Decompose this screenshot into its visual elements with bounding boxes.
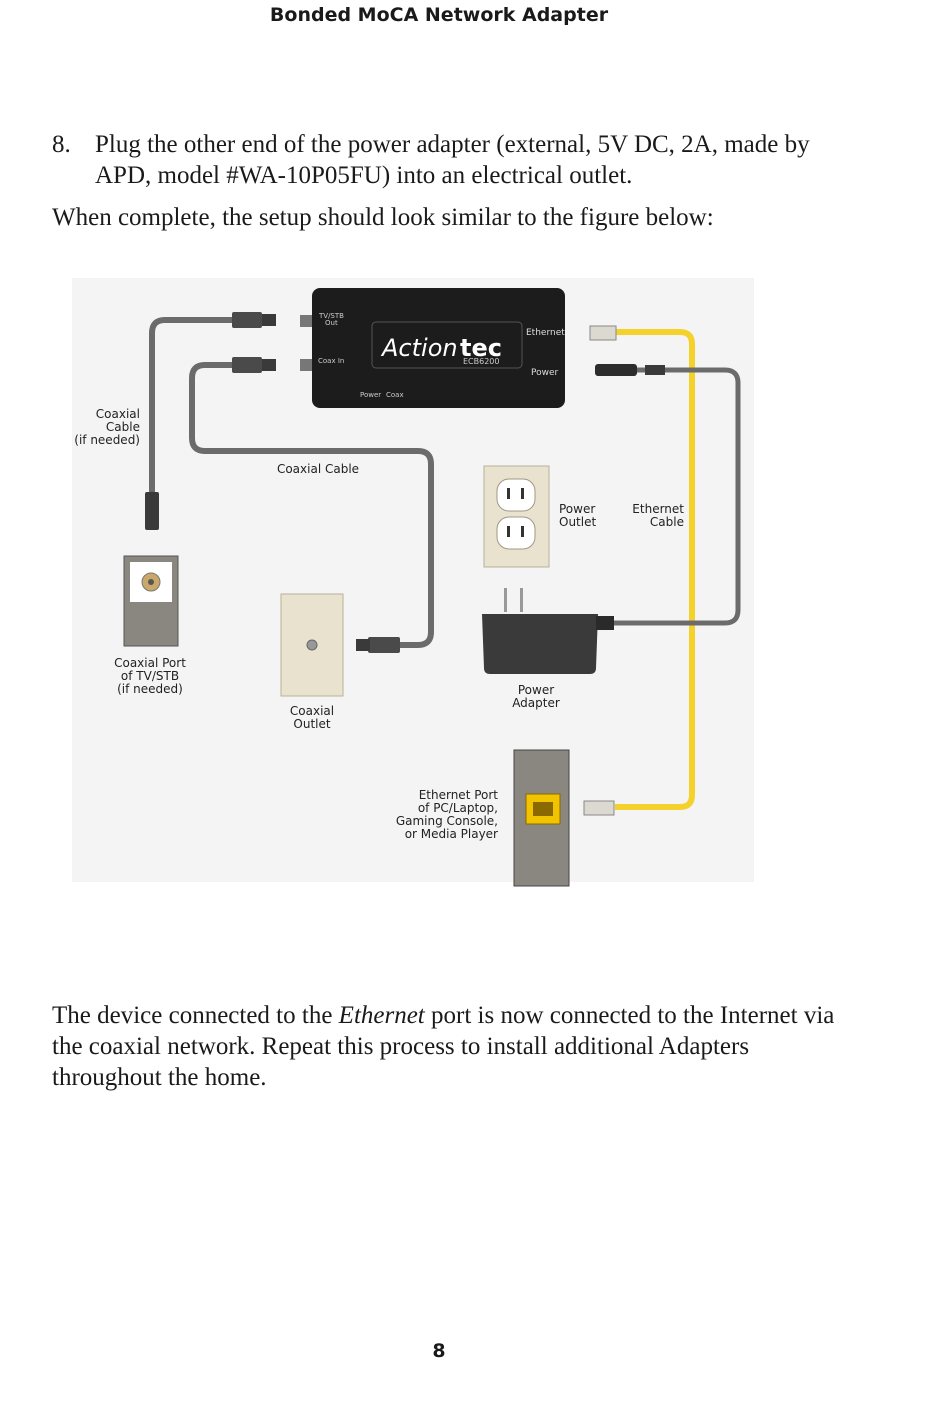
- label-power-adapter-line1: Power: [518, 683, 554, 697]
- power-adapter-icon: [482, 614, 598, 674]
- label-ethernet-port-line1: Ethernet Port: [419, 788, 499, 802]
- coax-connector-nut-icon: [262, 314, 276, 326]
- coax-connector-icon: [368, 637, 400, 653]
- coax-connector-icon: [232, 312, 262, 328]
- coax-port-in-icon: [300, 359, 312, 371]
- label-coaxial-port-line3: (if needed): [117, 682, 183, 696]
- coax-connector-icon: [232, 357, 262, 373]
- label-ethernet-port-line4: or Media Player: [405, 827, 498, 841]
- device-brand-prefix: Action: [380, 334, 458, 362]
- socket-slot-icon: [521, 488, 524, 499]
- device-brand-suffix: tec: [460, 334, 502, 362]
- plug-prong-icon: [504, 588, 507, 612]
- figure-intro-text: When complete, the setup should look sim…: [52, 204, 714, 231]
- closing-text-after: port is now connected to the Internet vi…: [52, 1002, 835, 1091]
- closing-text-emphasis: Ethernet: [338, 1002, 425, 1029]
- socket-slot-icon: [507, 526, 510, 537]
- coax-connector-icon: [145, 492, 159, 530]
- port-label-power: Power: [531, 368, 559, 378]
- port-label-out: Out: [325, 319, 338, 327]
- setup-diagram: Action tec ECB6200 TV/STB Out Coax In Et…: [72, 278, 754, 887]
- label-ethernet-port-line3: Gaming Console,: [396, 814, 498, 828]
- device-logo-frame: [371, 321, 523, 369]
- label-ethernet-port-line2: of PC/Laptop,: [418, 801, 498, 815]
- led-label-coax: Coax: [386, 391, 404, 399]
- label-coaxial-cable-line3: (if needed): [74, 433, 140, 447]
- coax-port-center-icon: [148, 579, 154, 585]
- label-coaxial-cable-line2: Cable: [106, 420, 140, 434]
- ethernet-jack-opening-icon: [533, 802, 553, 816]
- step-number: 8.: [52, 131, 71, 158]
- led-label-power: Power: [360, 391, 381, 399]
- label-power-outlet-line2: Outlet: [559, 515, 596, 529]
- coax-port-out-icon: [300, 315, 312, 327]
- adapter-strain-relief-icon: [596, 616, 614, 630]
- power-socket-icon: [496, 516, 536, 550]
- ethernet-cable: [615, 329, 695, 810]
- label-power-outlet-line1: Power: [559, 502, 595, 516]
- coax-connector-nut-icon: [262, 359, 276, 371]
- closing-paragraph: The device connected to the Ethernet por…: [52, 1000, 852, 1093]
- coaxial-cable-tvstb: [149, 317, 236, 495]
- power-cable: [612, 367, 741, 626]
- moca-adapter-device: [312, 288, 565, 408]
- coax-wall-jack-icon: [306, 639, 318, 651]
- label-ethernet-cable-line1: Ethernet: [632, 502, 684, 516]
- label-coaxial-outlet-line1: Coaxial: [290, 704, 334, 718]
- label-power-adapter-line2: Adapter: [512, 696, 560, 710]
- label-coaxial-port-line1: Coaxial Port: [114, 656, 186, 670]
- label-coaxial-cable-main: Coaxial Cable: [277, 462, 359, 476]
- rj45-plug-icon: [583, 800, 615, 816]
- page-number: 8: [432, 1340, 446, 1362]
- socket-slot-icon: [521, 526, 524, 537]
- rj45-plug-icon: [589, 325, 617, 341]
- device-model: ECB6200: [463, 357, 500, 366]
- coax-connector-nut-icon: [356, 639, 370, 651]
- dc-plug-strain-relief-icon: [645, 365, 665, 375]
- label-coaxial-outlet-line2: Outlet: [293, 717, 330, 731]
- power-socket-icon: [496, 478, 536, 512]
- plug-prong-icon: [520, 588, 523, 612]
- label-coaxial-port-line2: of TV/STB: [121, 669, 179, 683]
- port-label-coax-in: Coax In: [318, 357, 344, 365]
- closing-text-before: The device connected to the: [52, 1002, 339, 1029]
- socket-slot-icon: [507, 488, 510, 499]
- dc-plug-icon: [595, 364, 637, 376]
- label-ethernet-cable-line2: Cable: [650, 515, 684, 529]
- port-label-ethernet: Ethernet: [526, 328, 565, 338]
- coaxial-cable-main: [189, 362, 434, 648]
- page-header-title: Bonded MoCA Network Adapter: [269, 4, 609, 26]
- label-coaxial-cable-line1: Coaxial: [96, 407, 140, 421]
- step-text: Plug the other end of the power adapter …: [95, 131, 810, 189]
- port-label-tvstb: TV/STB: [318, 312, 344, 320]
